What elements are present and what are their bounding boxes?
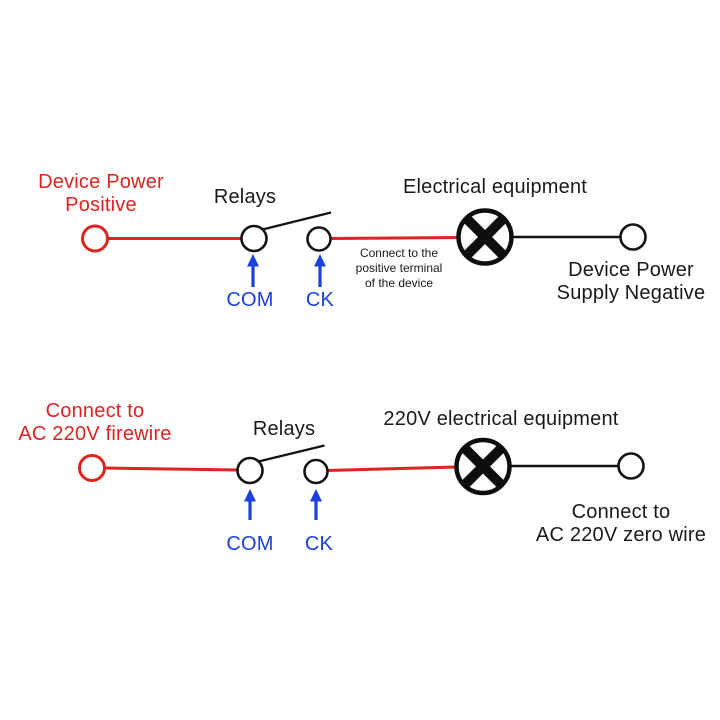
top-relay-switch-arm: [262, 211, 332, 231]
top-com-arrow-icon: [247, 254, 259, 287]
top-source-label-line1: Device Power: [38, 171, 164, 193]
top-note-line3: of the device: [364, 276, 434, 290]
top-wire-ck-to-lamp: [330, 236, 460, 240]
top-lamp-icon: [456, 208, 514, 266]
bottom-relay-com-contact-icon: [236, 456, 264, 485]
top-note-line2: positive terminal: [355, 261, 443, 275]
bottom-lamp-icon: [454, 437, 512, 496]
bottom-com-arrow-icon: [244, 489, 256, 520]
top-negative-label-line1: Device Power: [568, 259, 694, 281]
bottom-source-label-line1: Connect to: [45, 400, 145, 422]
bottom-ck-arrow-icon: [310, 489, 322, 520]
top-negative-label-line2: Supply Negative: [556, 282, 706, 304]
bottom-right-terminal-icon: [617, 452, 645, 480]
top-source-label: Device Power Positive: [38, 171, 164, 217]
bottom-com-label: COM: [226, 533, 274, 555]
top-note-line1: Connect to the: [359, 246, 439, 260]
top-relay-com-contact-icon: [240, 224, 268, 253]
bottom-wire-source-to-com: [104, 466, 238, 472]
top-ck-arrow-icon: [314, 254, 326, 287]
bottom-relay-ck-contact-icon: [303, 458, 329, 485]
bottom-zero-label-line2: AC 220V zero wire: [535, 524, 707, 546]
top-ck-label: CK: [305, 289, 335, 311]
top-left-terminal-icon: [81, 224, 109, 253]
bottom-ck-label: CK: [304, 533, 334, 555]
top-note-label: Connect to the positive terminal of the …: [356, 246, 443, 291]
top-source-label-line2: Positive: [65, 194, 137, 216]
bottom-zero-label-line1: Connect to: [571, 501, 671, 523]
top-relay-ck-contact-icon: [306, 226, 332, 252]
bottom-source-label: Connect to AC 220V firewire: [18, 400, 171, 446]
top-negative-label: Device Power Supply Negative: [557, 259, 706, 305]
bottom-left-terminal-icon: [78, 454, 106, 482]
bottom-source-label-line2: AC 220V firewire: [18, 423, 172, 445]
bottom-circuit-lines: [78, 437, 645, 520]
top-relays-label: Relays: [213, 186, 277, 208]
bottom-wire-ck-to-lamp: [327, 465, 458, 472]
bottom-relay-switch-arm: [258, 444, 325, 463]
top-com-label: COM: [226, 289, 274, 311]
top-right-terminal-icon: [619, 223, 647, 251]
top-equipment-label: Electrical equipment: [402, 176, 588, 198]
bottom-equipment-label: 220V electrical equipment: [383, 408, 619, 430]
bottom-relays-label: Relays: [252, 418, 316, 440]
bottom-zero-label: Connect to AC 220V zero wire: [536, 501, 706, 547]
top-circuit-lines: [81, 208, 647, 287]
